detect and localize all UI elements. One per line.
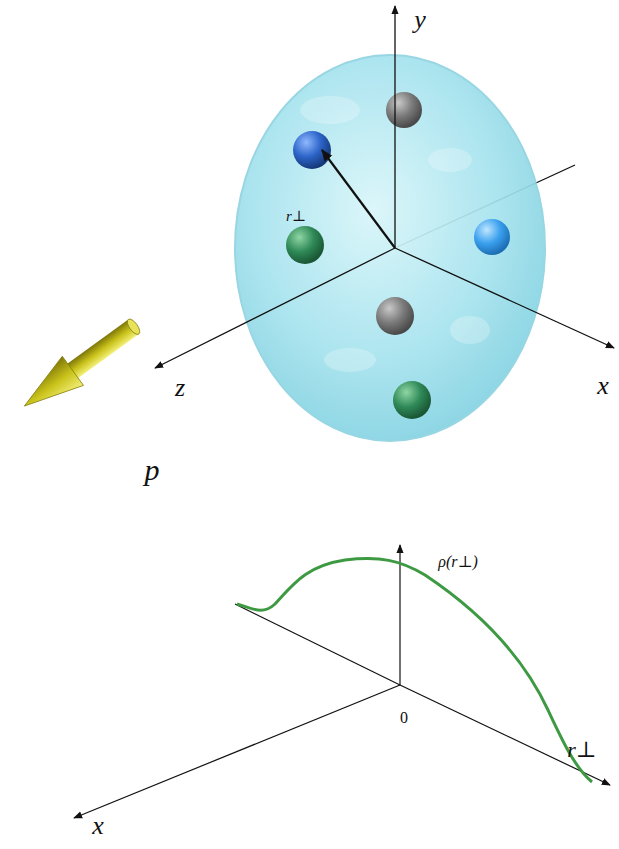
label-holder: p bbox=[145, 455, 160, 485]
axis-label: ρ(r⊥) bbox=[438, 553, 478, 570]
axis-label: r⊥ bbox=[286, 208, 306, 224]
quark bbox=[293, 131, 331, 169]
radius-arrow bbox=[322, 150, 395, 248]
axis-line bbox=[235, 604, 400, 685]
label-holder: 0 bbox=[400, 709, 408, 727]
axis-label: r⊥ bbox=[567, 737, 596, 762]
label-holder: r⊥ bbox=[567, 739, 596, 761]
label-holder: y bbox=[414, 7, 426, 33]
rho-axis bbox=[399, 545, 400, 685]
quark bbox=[386, 92, 422, 128]
label-holder: z bbox=[175, 375, 185, 401]
y-axis bbox=[394, 6, 395, 248]
label-holder: x bbox=[597, 373, 609, 399]
axis-label: 0 bbox=[400, 709, 408, 726]
density-curve bbox=[237, 559, 592, 782]
axis-label: x bbox=[92, 811, 104, 840]
label-holder: r⊥ bbox=[286, 207, 306, 225]
axis-label: p bbox=[145, 453, 160, 486]
quark bbox=[393, 381, 431, 419]
axis-label: x bbox=[597, 371, 609, 400]
label-holder: ρ(r⊥) bbox=[438, 553, 478, 571]
r-axis bbox=[400, 685, 610, 785]
momentum-arrow bbox=[14, 310, 148, 421]
label-holder: x bbox=[92, 813, 104, 839]
z-axis bbox=[155, 248, 395, 368]
quark bbox=[286, 226, 324, 264]
axis-label: y bbox=[414, 5, 426, 34]
quark bbox=[376, 297, 414, 335]
x-axis bbox=[395, 248, 614, 348]
axis-label: z bbox=[175, 373, 185, 402]
proton-body bbox=[235, 55, 545, 441]
x-axis bbox=[74, 685, 400, 818]
quark bbox=[474, 219, 510, 255]
